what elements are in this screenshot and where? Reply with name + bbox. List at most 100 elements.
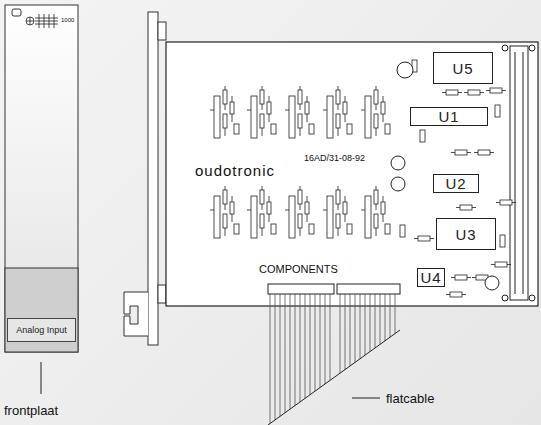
resistor-symbol: [298, 190, 302, 204]
mount-hole: [529, 295, 535, 301]
side-marking: COMPONENTS: [259, 264, 338, 275]
cable-wire: [290, 294, 291, 425]
ic-chip: U4: [417, 268, 445, 287]
component-part: [376, 204, 377, 210]
board-code: 16AD/31-08-92: [304, 154, 365, 163]
capacitor-symbol: [365, 196, 371, 238]
component-part: [486, 90, 490, 91]
resistor-symbol: [374, 190, 378, 204]
resistor-symbol: [418, 236, 430, 241]
resistor-symbol: [305, 202, 309, 214]
resistor-symbol: [336, 214, 340, 228]
resistor-symbol: [400, 225, 405, 237]
component-part: [262, 228, 263, 236]
component-part: [338, 228, 339, 236]
component-part: [323, 110, 327, 111]
component-part: [345, 196, 346, 202]
component-part: [338, 128, 339, 136]
resistor-symbol: [230, 202, 234, 214]
component-part: [232, 214, 233, 222]
resistor-symbol: [450, 292, 462, 297]
component-part: [307, 114, 308, 122]
cable-wire: [300, 294, 301, 425]
component-part: [307, 196, 308, 202]
resistor-symbol: [271, 224, 276, 234]
component-part: [262, 86, 263, 90]
component-part: [480, 92, 484, 93]
component-part: [491, 264, 495, 265]
cable-cut: [268, 330, 400, 425]
component-part: [300, 104, 301, 110]
cable-wire: [395, 294, 396, 425]
resistor-symbol: [500, 200, 512, 205]
pcb-outline: [166, 42, 538, 306]
edge-connector: [523, 52, 524, 294]
component-part: [383, 196, 384, 202]
component-part: [300, 228, 301, 236]
cable-wire: [325, 294, 326, 425]
component-part: [467, 152, 471, 153]
component-part: [262, 186, 263, 190]
component-part: [456, 207, 460, 208]
component-part: [467, 277, 471, 278]
component-part: [383, 214, 384, 222]
resistor-symbol: [309, 124, 314, 134]
component-part: [232, 96, 233, 102]
capacitor-symbol: [365, 96, 371, 138]
resistor-symbol: [223, 214, 227, 228]
component-part: [225, 86, 226, 90]
cable-connector: [268, 284, 334, 294]
resistor-symbol: [455, 275, 467, 280]
component-part: [210, 210, 214, 211]
resistor-symbol: [271, 124, 276, 134]
component-part: [376, 128, 377, 136]
resistor-symbol: [309, 224, 314, 234]
resistor-symbol: [385, 124, 390, 134]
component-part: [269, 214, 270, 222]
component-part: [307, 214, 308, 222]
capacitor-symbol: [289, 96, 295, 138]
edge-connector: [515, 52, 516, 294]
cable-wire: [385, 294, 386, 425]
capacitor-symbol: [327, 196, 333, 238]
chip-label: U3: [455, 227, 476, 242]
component-part: [225, 204, 226, 210]
chip-label: U1: [438, 109, 459, 124]
component-part: [345, 96, 346, 102]
component-part: [496, 202, 500, 203]
resistor-symbol: [267, 202, 271, 214]
component-part: [338, 204, 339, 210]
chip-label: U4: [420, 270, 441, 285]
plate-band: [5, 268, 78, 352]
chip-label: U2: [445, 176, 466, 191]
ic-chip: U5: [433, 52, 493, 84]
resistor-symbol: [298, 90, 302, 104]
component-part: [338, 86, 339, 90]
component-part: [414, 238, 418, 239]
component-part: [338, 104, 339, 110]
plate-slot: [12, 9, 21, 16]
chip-label: U5: [452, 61, 473, 76]
resistor-symbol: [460, 205, 472, 210]
resistor-symbol: [495, 105, 500, 117]
cable-wire: [305, 294, 306, 425]
component-part: [300, 128, 301, 136]
resistor-symbol: [343, 202, 347, 214]
transistor-symbol: [391, 62, 499, 290]
component-part: [376, 86, 377, 90]
resistor-symbol: [374, 114, 378, 128]
cable-wire: [350, 294, 351, 425]
component-part: [464, 92, 468, 93]
resistor-symbol: [336, 114, 340, 128]
component-part: [512, 202, 516, 203]
component-part: [225, 104, 226, 110]
resistor-symbol: [381, 202, 385, 214]
capacitor-symbol: [251, 96, 257, 138]
front-plate: [5, 5, 78, 352]
component-part: [285, 110, 289, 111]
component-part: [376, 228, 377, 236]
component-part: [446, 294, 450, 295]
component-part: [232, 196, 233, 202]
component-part: [430, 238, 434, 239]
resistor-symbol: [374, 214, 378, 228]
